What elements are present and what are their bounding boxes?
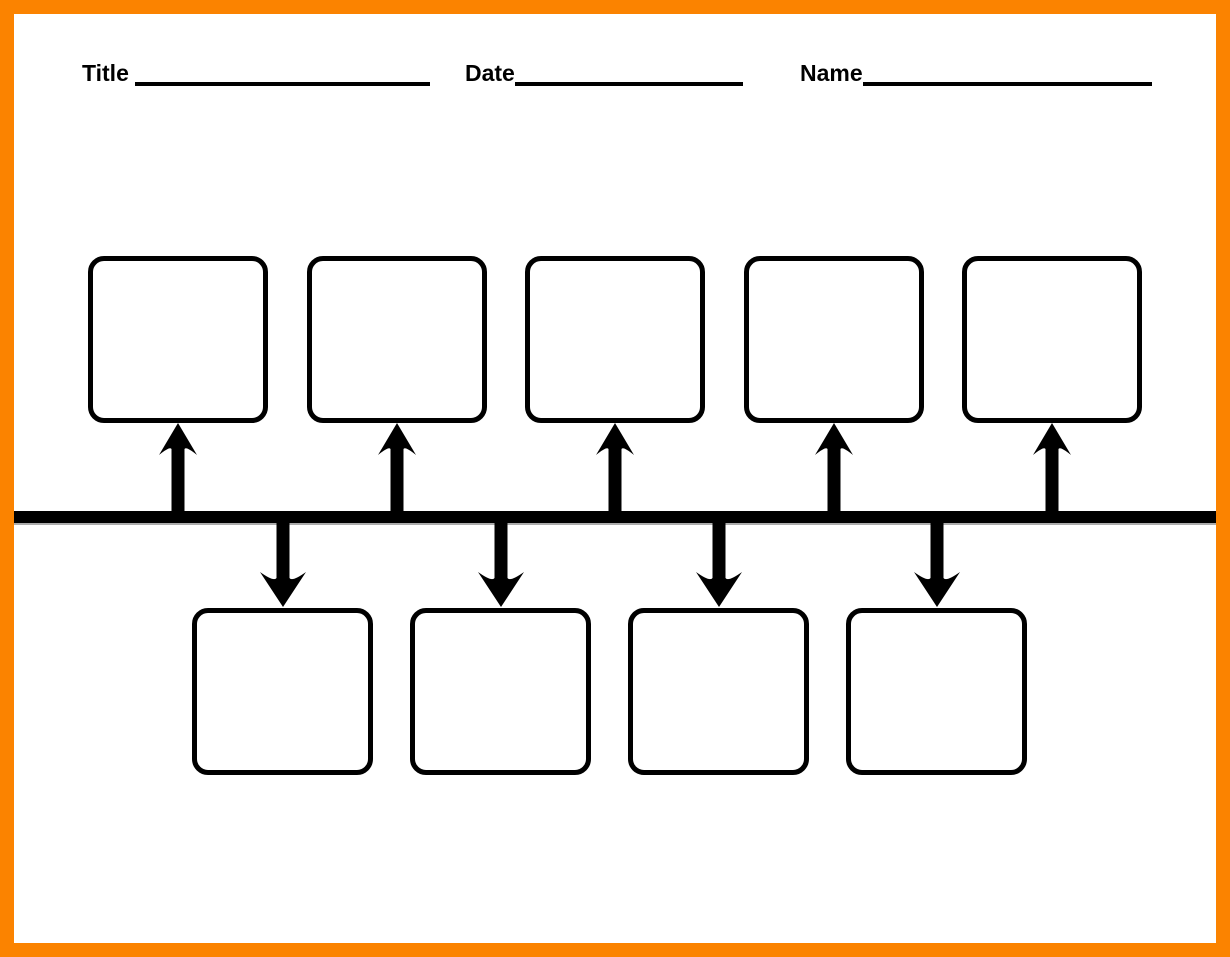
timeline-event-box-bottom-3[interactable] (628, 608, 809, 775)
timeline-event-box-top-5[interactable] (962, 256, 1142, 423)
up-arrow-icon (377, 423, 417, 523)
timeline-event-box-top-3[interactable] (525, 256, 705, 423)
timeline-event-box-top-4[interactable] (743, 256, 924, 423)
down-arrow-icon (913, 511, 961, 607)
date-field: Date (465, 58, 743, 86)
date-label: Date (465, 60, 515, 86)
title-blank-line[interactable] (134, 60, 430, 86)
up-arrow-icon (814, 423, 854, 523)
down-arrow-icon (259, 511, 307, 607)
timeline-event-box-bottom-2[interactable] (410, 608, 591, 775)
down-arrow-icon (477, 511, 525, 607)
up-arrow-icon (158, 423, 198, 523)
date-blank-line[interactable] (514, 60, 743, 86)
down-arrow-icon (695, 511, 743, 607)
up-arrow-icon (595, 423, 635, 523)
timeline-event-box-top-2[interactable] (306, 256, 487, 423)
name-blank-line[interactable] (862, 60, 1152, 86)
name-field: Name (800, 58, 1152, 86)
timeline-event-box-bottom-4[interactable] (846, 608, 1027, 775)
title-field: Title (82, 58, 430, 86)
timeline-event-box-top-1[interactable] (88, 256, 268, 423)
up-arrow-icon (1032, 423, 1072, 523)
timeline-event-box-bottom-1[interactable] (192, 608, 373, 775)
name-label: Name (800, 60, 863, 86)
title-label: Title (82, 60, 129, 86)
